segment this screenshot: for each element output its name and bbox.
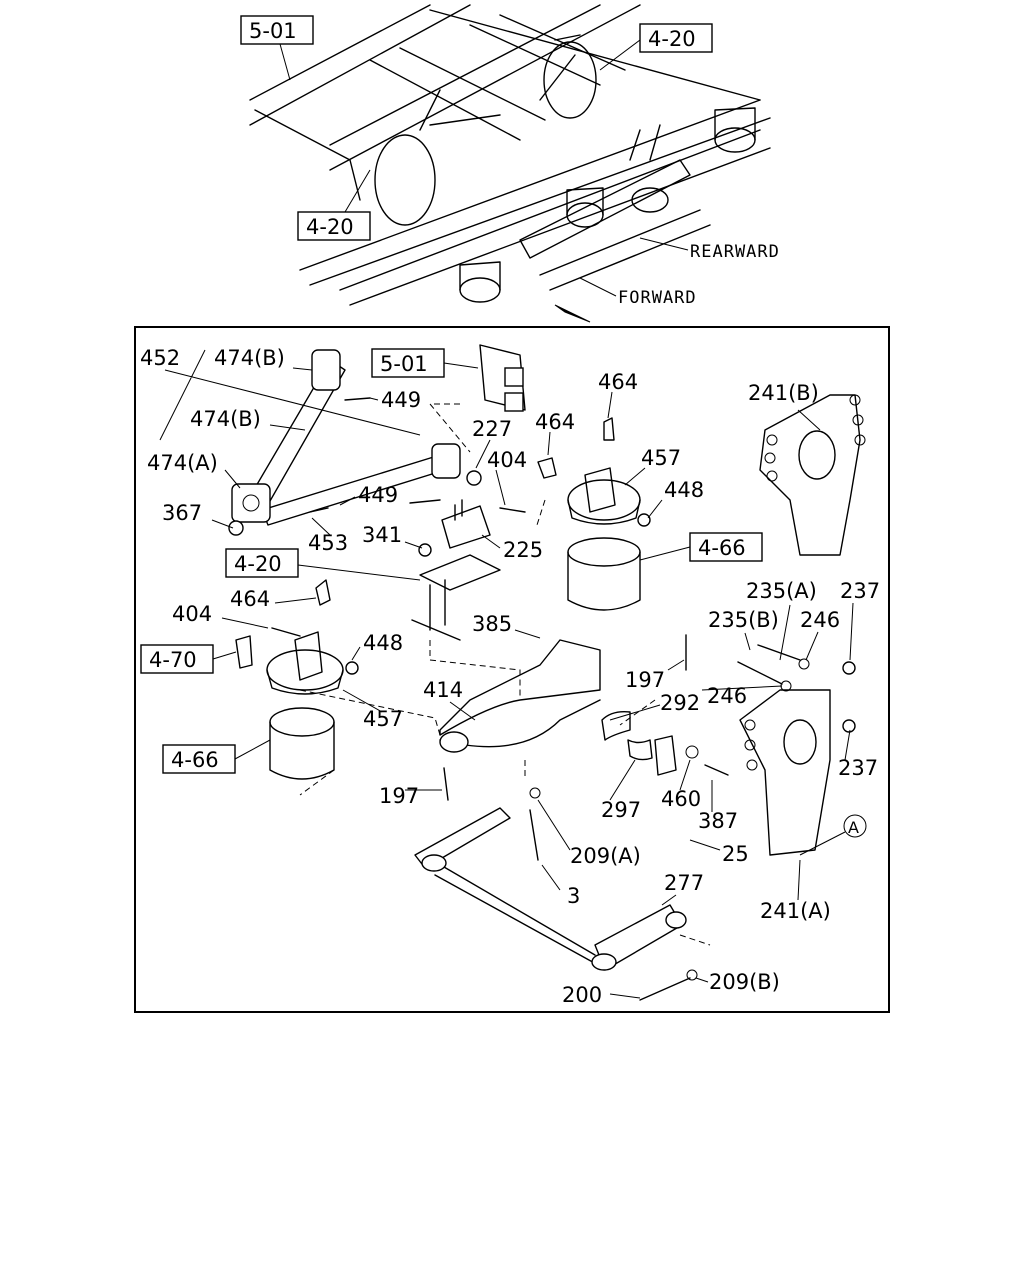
svg-text:241(B): 241(B) — [748, 381, 819, 405]
svg-text:197: 197 — [379, 784, 419, 808]
svg-text:457: 457 — [641, 446, 681, 470]
svg-text:209(A): 209(A) — [570, 844, 641, 868]
svg-text:5-01: 5-01 — [249, 19, 297, 43]
detail-ref-4-66-left: 4-66 — [162, 739, 271, 774]
svg-text:453: 453 — [308, 531, 348, 555]
svg-text:4-66: 4-66 — [171, 748, 219, 772]
svg-text:246: 246 — [800, 608, 840, 632]
callout-a: A — [799, 814, 867, 856]
detail-ref-4-20: 4-20 — [225, 548, 421, 581]
svg-text:404: 404 — [172, 602, 212, 626]
svg-text:464: 464 — [230, 587, 270, 611]
svg-text:297: 297 — [601, 798, 641, 822]
overview-ref-4-20-right: 4-20 — [599, 23, 713, 71]
svg-text:448: 448 — [664, 478, 704, 502]
svg-text:A: A — [848, 818, 859, 837]
svg-text:197: 197 — [625, 668, 665, 692]
svg-text:25: 25 — [722, 842, 749, 866]
svg-text:235(B): 235(B) — [708, 608, 779, 632]
svg-text:474(A): 474(A) — [147, 451, 218, 475]
svg-text:452: 452 — [140, 346, 180, 370]
svg-text:200: 200 — [562, 983, 602, 1007]
overview-ref-5-01: 5-01 — [240, 15, 314, 81]
svg-text:235(A): 235(A) — [746, 579, 817, 603]
svg-text:237: 237 — [840, 579, 880, 603]
svg-text:237: 237 — [838, 756, 878, 780]
svg-text:4-70: 4-70 — [149, 648, 197, 672]
svg-text:209(B): 209(B) — [709, 970, 780, 994]
detail-frame — [134, 326, 890, 1013]
svg-text:4-20: 4-20 — [234, 552, 282, 576]
detail-ref-4-70: 4-70 — [140, 644, 237, 674]
svg-text:457: 457 — [363, 707, 403, 731]
svg-text:225: 225 — [503, 538, 543, 562]
detail-ref-5-01: 5-01 — [371, 348, 479, 378]
detail-ref-4-66-right: 4-66 — [639, 532, 763, 562]
svg-text:460: 460 — [661, 787, 701, 811]
detail-illustration — [228, 344, 866, 1001]
overview-ref-4-20-left: 4-20 — [297, 169, 371, 241]
svg-text:387: 387 — [698, 809, 738, 833]
svg-text:367: 367 — [162, 501, 202, 525]
svg-text:474(B): 474(B) — [214, 346, 285, 370]
svg-text:449: 449 — [358, 483, 398, 507]
rearward-label: REARWARD — [690, 242, 780, 262]
svg-text:4-20: 4-20 — [306, 215, 354, 239]
svg-text:341: 341 — [362, 523, 402, 547]
svg-text:449: 449 — [381, 388, 421, 412]
overview-illustration — [249, 4, 771, 323]
svg-text:464: 464 — [598, 370, 638, 394]
svg-text:227: 227 — [472, 417, 512, 441]
svg-text:414: 414 — [423, 678, 463, 702]
svg-text:385: 385 — [472, 612, 512, 636]
svg-text:464: 464 — [535, 410, 575, 434]
svg-text:241(A): 241(A) — [760, 899, 831, 923]
svg-text:448: 448 — [363, 631, 403, 655]
part-labels: 452 474(B) 474(B) 474(A) 367 453 449 449… — [140, 346, 880, 1007]
svg-text:474(B): 474(B) — [190, 407, 261, 431]
svg-text:4-20: 4-20 — [648, 27, 696, 51]
svg-text:292: 292 — [660, 691, 700, 715]
svg-text:5-01: 5-01 — [380, 352, 428, 376]
svg-text:4-66: 4-66 — [698, 536, 746, 560]
label-leaders — [159, 349, 854, 999]
forward-label: FORWARD — [618, 288, 697, 308]
svg-text:404: 404 — [487, 448, 527, 472]
svg-text:3: 3 — [567, 884, 580, 908]
svg-text:277: 277 — [664, 871, 704, 895]
